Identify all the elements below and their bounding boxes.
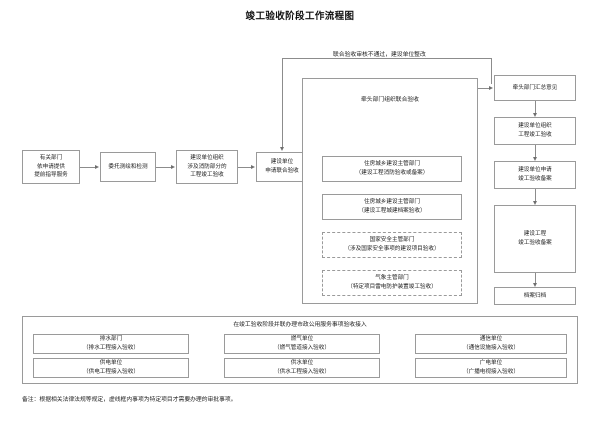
node-line: （涉及国家安全事项的建设项目验收）	[344, 246, 440, 252]
node-line: 档案归档	[523, 292, 547, 299]
node-utility-gas: 燃气单位 （燃气管道接入验收）	[224, 334, 380, 354]
node-line: （广播电视接入验收）	[463, 369, 519, 375]
node-utility-power: 供电单位 （供电工程接入验收）	[33, 358, 189, 378]
node-line: （燃气管道接入验收）	[274, 345, 330, 351]
loop-vertical-left	[282, 58, 283, 148]
arrow-down-icon	[532, 157, 537, 161]
connector-project-to-archive	[535, 273, 536, 285]
node-line: 申请联合验收	[265, 168, 299, 174]
node-line: （通信设施接入验收）	[463, 345, 519, 351]
node-fire-acceptance: 建设单位组织 涉及消防部分的 工程竣工验收	[176, 150, 238, 184]
connector-fire-to-apply	[238, 167, 252, 168]
node-utility-broadcast: 广电单位 （广播电视接入验收）	[415, 358, 567, 378]
arrow-right-icon	[251, 164, 255, 169]
node-lead-summary: 牵头部门汇总意见	[494, 75, 576, 101]
node-line: 供水单位	[290, 360, 314, 367]
node-utility-telecom: 通信单位 （通信设施接入验收）	[415, 334, 567, 354]
node-line: （建设工程消防验收或备案）	[355, 170, 429, 176]
node-survey-test: 委托测绘和检测	[100, 152, 156, 182]
arrow-down-icon	[532, 283, 537, 287]
connector-survey-to-fire	[156, 167, 172, 168]
node-line: 工程竣工验收	[518, 132, 552, 138]
node-line: 住房城乡建设主管部门	[364, 161, 420, 168]
page-title: 竣工验收阶段工作流程图	[245, 11, 355, 22]
node-apply-record: 建设单位申请 竣工验收备案	[494, 161, 576, 189]
node-housing-fire: 住房城乡建设主管部门 （建设工程消防验收或备案）	[322, 156, 462, 182]
node-utility-drainage: 排水部门 （排水工程接入验收）	[33, 334, 189, 354]
node-national-security: 国家安全主管部门 （涉及国家安全事项的建设项目验收）	[322, 232, 462, 258]
node-line: 排水部门	[99, 336, 123, 343]
node-file-archive: 档案归档	[494, 287, 576, 305]
node-line: 竣工验收备案	[518, 176, 552, 182]
node-housing-archive: 住房城乡建设主管部门 （建设工程城建档案验收）	[322, 194, 462, 220]
node-apply-joint: 建设单位 申请联合验收	[256, 152, 308, 182]
node-line: 提前指导服务	[34, 172, 68, 179]
node-line: 建设单位组织	[518, 123, 552, 130]
node-line: 建设单位	[270, 159, 294, 166]
node-line: （排水工程接入验收）	[83, 345, 139, 351]
connector-summary-to-owner	[535, 101, 536, 115]
node-line: （建设工程城建档案验收）	[358, 208, 426, 214]
node-line: 国家安全主管部门	[369, 237, 415, 244]
node-line: 燃气单位	[290, 336, 314, 343]
connector-owner-to-record	[535, 145, 536, 159]
node-project-record: 建设工程 竣工验收备案	[494, 205, 576, 273]
loop-vertical-right	[491, 58, 492, 84]
node-line: （供电工程接入验收）	[83, 369, 139, 375]
arrow-down-icon	[532, 201, 537, 205]
node-line: 住房城乡建设主管部门	[364, 199, 420, 206]
arrow-right-icon	[171, 164, 175, 169]
node-utility-water: 供水单位 （供水工程接入验收）	[224, 358, 380, 378]
node-line: 委托测绘和检测	[108, 163, 148, 170]
node-pre-guidance: 有关部门 依申请提供 提前指导服务	[22, 150, 80, 184]
node-line: 气象主管部门	[375, 275, 409, 282]
loop-horizontal-top	[282, 58, 492, 59]
node-line: 工程竣工验收	[190, 172, 224, 179]
utilities-panel-label: 在竣工验收阶段并联办理市政公用服务事项验收接入	[233, 322, 367, 328]
connector-group-to-summary	[478, 88, 490, 89]
node-line: 广电单位	[479, 360, 503, 367]
reject-loop-label: 联合验收审核不通过，建设单位整改	[333, 52, 426, 58]
arrow-down-icon	[279, 147, 284, 151]
node-line: 涉及消防部分的	[187, 163, 227, 170]
node-line: （供水工程接入验收）	[274, 369, 330, 375]
node-line: 建设单位组织	[190, 155, 224, 162]
connector-pre-to-survey	[80, 167, 96, 168]
node-line: 通信单位	[479, 336, 503, 343]
node-line: 有关部门	[39, 155, 63, 162]
node-meteorology: 气象主管部门 （特定项目雷电防护装置竣工验收）	[322, 270, 462, 296]
arrow-right-icon	[95, 164, 99, 169]
node-owner-acceptance: 建设单位组织 工程竣工验收	[494, 117, 576, 145]
arrow-down-icon	[532, 113, 537, 117]
node-line: 竣工验收备案	[518, 240, 552, 246]
arrow-right-icon	[489, 85, 493, 90]
joint-acceptance-group: 牵头部门组织联合验收	[302, 78, 478, 304]
node-line: （特定项目雷电防护装置竣工验收）	[347, 284, 437, 290]
node-line: 建设工程	[523, 231, 547, 238]
node-line: 依申请提供	[37, 163, 65, 170]
footer-note: 备注：根据相关法律法规等规定，虚线框内事项为特定项目才需要办理的审批事项。	[22, 397, 237, 403]
node-line: 供电单位	[99, 360, 123, 367]
connector-record-to-project	[535, 189, 536, 203]
joint-group-label: 牵头部门组织联合验收	[361, 97, 419, 103]
node-line: 建设单位申请	[518, 167, 552, 174]
node-line: 牵头部门汇总意见	[512, 84, 558, 91]
